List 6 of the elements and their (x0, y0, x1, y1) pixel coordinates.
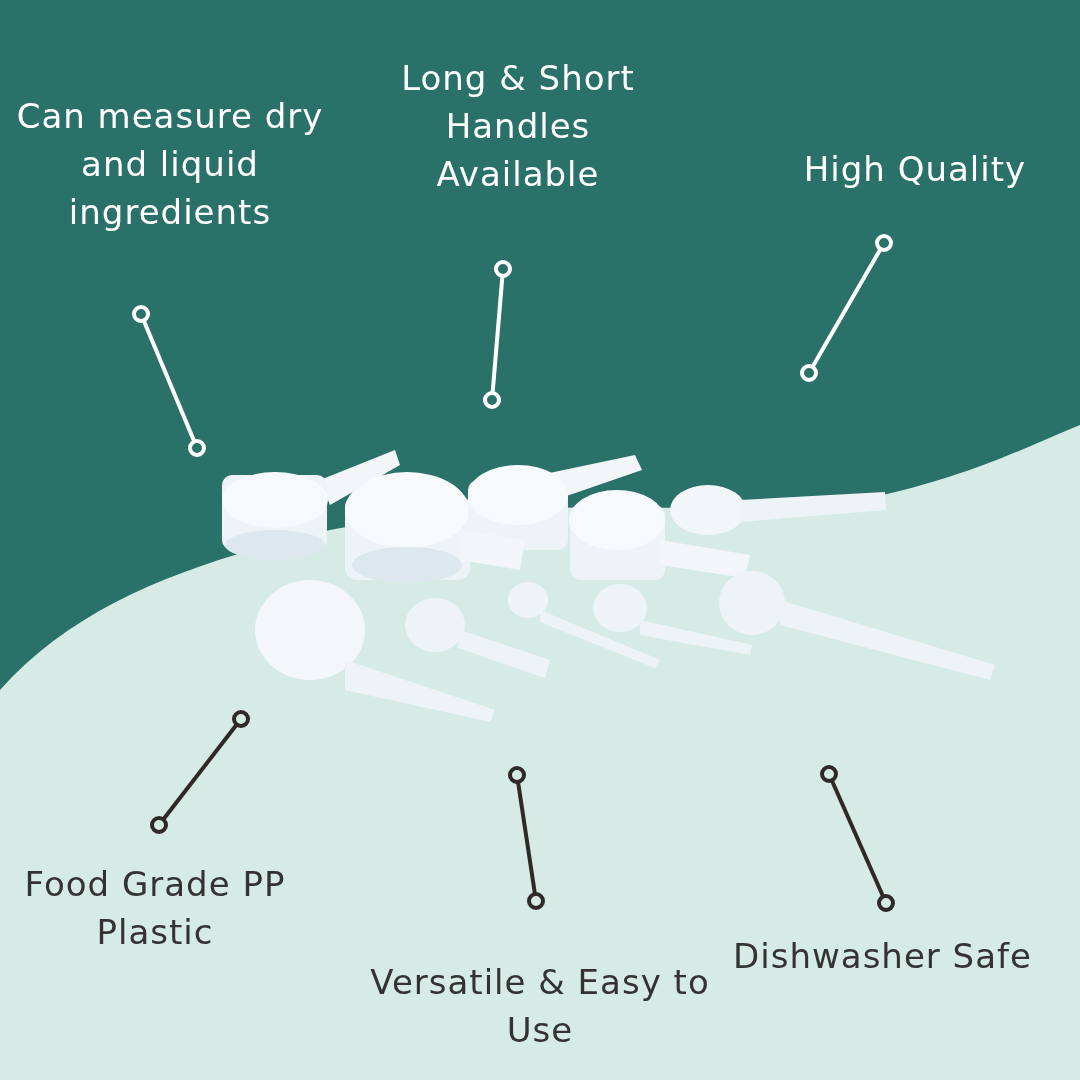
feature-label: High Quality (802, 148, 1028, 191)
feature-label: Long & Short Handles Available (400, 57, 636, 196)
feature-label: Versatile & Easy to Use (369, 961, 711, 1052)
feature-label: Dishwasher Safe (732, 935, 1033, 978)
feature-label: Food Grade PP Plastic (23, 863, 287, 954)
feature-label: Can measure dry and liquid ingredients (15, 95, 325, 234)
